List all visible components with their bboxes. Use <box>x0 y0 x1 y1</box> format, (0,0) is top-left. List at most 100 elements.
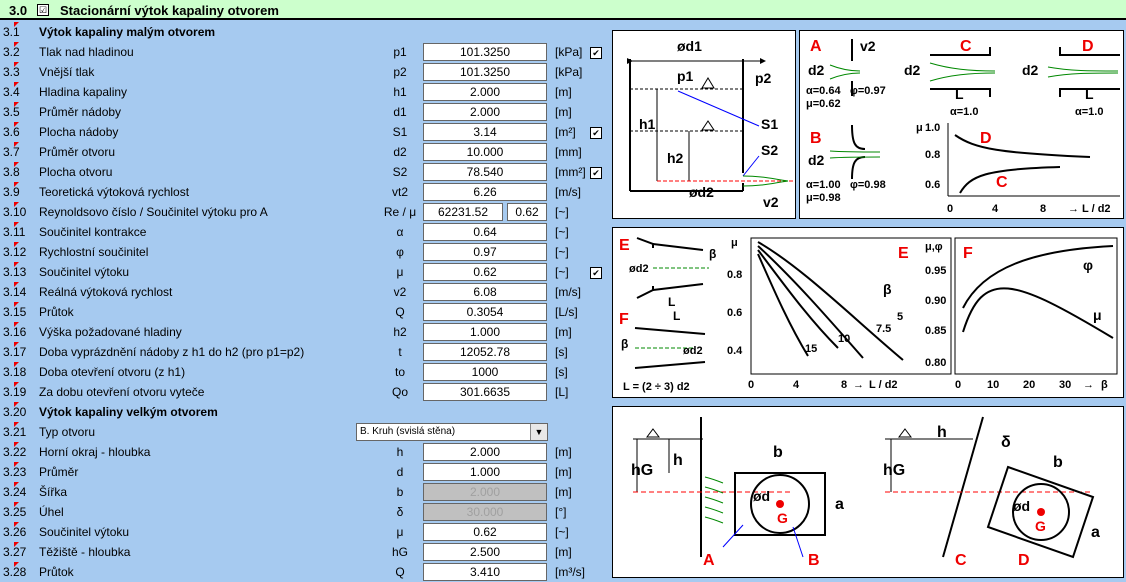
orifice-type-select[interactable]: B. Kruh (svislá stěna)▼ <box>356 423 548 441</box>
svg-text:0.85: 0.85 <box>925 325 946 337</box>
row-label: Reálná výtoková rychlost <box>39 285 173 299</box>
label-h2: h2 <box>667 150 684 166</box>
row-label: Typ otvoru <box>39 425 96 439</box>
comment-marker <box>14 162 19 167</box>
row-number: 3.20 <box>3 405 27 419</box>
row-label: Součinitel výtoku <box>39 265 130 279</box>
row-number: 3.2 <box>3 45 20 59</box>
row-value[interactable]: 3.410 <box>423 563 547 581</box>
large-orifice-diagram: hG h b ød G a A B hG h δ b <box>612 406 1124 578</box>
row-value[interactable]: 0.3054 <box>423 303 547 321</box>
row-symbol: h2 <box>393 325 407 339</box>
mu-value[interactable]: 0.62 <box>507 203 547 221</box>
row-value[interactable]: 2.000 <box>423 103 547 121</box>
row-unit: [m/s] <box>555 285 581 299</box>
svg-text:δ: δ <box>1001 434 1011 451</box>
svg-text:C: C <box>955 552 967 569</box>
row-number: 3.7 <box>3 145 20 159</box>
reynolds-value[interactable]: 62231.52 <box>423 203 503 221</box>
row-label: Rychlostní součinitel <box>39 245 149 259</box>
row-symbol: μ <box>396 265 404 279</box>
svg-text:30: 30 <box>1059 379 1071 391</box>
nozzle-charts-svg: E ød2 β L F L β ød2 L = (2 ÷ 3) d2 μ 0.8… <box>619 237 1118 393</box>
row-unit: [m³/s] <box>555 565 585 579</box>
row-checkbox[interactable]: ✔ <box>590 47 602 59</box>
row-symbol: p2 <box>393 65 407 79</box>
comment-marker <box>14 482 19 487</box>
row-value[interactable]: 0.97 <box>423 243 547 261</box>
row-value[interactable]: 101.3250 <box>423 43 547 61</box>
row-number: 3.9 <box>3 185 20 199</box>
row-number: 3.25 <box>3 505 27 519</box>
row-value[interactable]: 0.64 <box>423 223 547 241</box>
row-checkbox[interactable]: ✔ <box>590 127 602 139</box>
row-value[interactable]: 2.000 <box>423 443 547 461</box>
row-value[interactable]: 0.62 <box>423 263 547 281</box>
row-value[interactable]: 301.6635 <box>423 383 547 401</box>
row-label: Vnější tlak <box>39 65 95 79</box>
row-value[interactable]: 2.500 <box>423 543 547 561</box>
comment-marker <box>14 522 19 527</box>
svg-text:D: D <box>1082 38 1094 55</box>
row-unit: [m] <box>555 445 572 459</box>
row-unit: [mm] <box>555 145 582 159</box>
row-label: Reynoldsovo číslo / Součinitel výtoku pr… <box>39 205 268 219</box>
row-value[interactable]: 12052.78 <box>423 343 547 361</box>
section-checkbox[interactable]: ☑ <box>37 4 49 16</box>
svg-text:G: G <box>1035 518 1046 534</box>
svg-text:C: C <box>960 38 972 55</box>
label-s1: S1 <box>761 116 778 132</box>
row-value[interactable]: 78.540 <box>423 163 547 181</box>
row-label: Výtok kapaliny malým otvorem <box>39 25 216 39</box>
svg-text:0.95: 0.95 <box>925 265 946 277</box>
row-value[interactable]: 2.000 <box>423 483 547 501</box>
row-number: 3.21 <box>3 425 27 439</box>
row-value[interactable]: 3.14 <box>423 123 547 141</box>
row-value[interactable]: 1.000 <box>423 323 547 341</box>
svg-text:b: b <box>1053 454 1063 471</box>
svg-text:20: 20 <box>1023 379 1035 391</box>
row-value[interactable]: 10.000 <box>423 143 547 161</box>
svg-text:0.90: 0.90 <box>925 295 946 307</box>
svg-text:α=1.00: α=1.00 <box>806 179 841 191</box>
comment-marker <box>14 142 19 147</box>
row-checkbox[interactable]: ✔ <box>590 267 602 279</box>
row-symbol: Q <box>395 565 405 579</box>
row-value[interactable]: 0.62 <box>423 523 547 541</box>
comment-marker <box>14 402 19 407</box>
row-value[interactable]: 1.000 <box>423 463 547 481</box>
row-label: Teoretická výtoková rychlost <box>39 185 190 199</box>
comment-marker <box>14 82 19 87</box>
row-unit: [s] <box>555 365 568 379</box>
row-value[interactable]: 2.000 <box>423 83 547 101</box>
row-symbol: δ <box>396 505 404 519</box>
row-value[interactable]: 30.000 <box>423 503 547 521</box>
row-value[interactable]: 101.3250 <box>423 63 547 81</box>
section-title: Stacionární výtok kapaliny otvorem <box>60 3 279 18</box>
row-symbol: α <box>396 225 404 239</box>
row-label: Výtok kapaliny velkým otvorem <box>39 405 218 419</box>
chevron-down-icon[interactable]: ▼ <box>530 424 547 440</box>
svg-text:d2: d2 <box>808 62 825 78</box>
row-symbol: φ <box>396 245 404 259</box>
row-value[interactable]: 1000 <box>423 363 547 381</box>
comment-marker <box>14 182 19 187</box>
row-symbol: hG <box>391 545 408 559</box>
row-value[interactable]: 6.26 <box>423 183 547 201</box>
row-value[interactable]: 6.08 <box>423 283 547 301</box>
svg-text:α=1.0: α=1.0 <box>1075 106 1103 118</box>
row-checkbox[interactable]: ✔ <box>590 167 602 179</box>
